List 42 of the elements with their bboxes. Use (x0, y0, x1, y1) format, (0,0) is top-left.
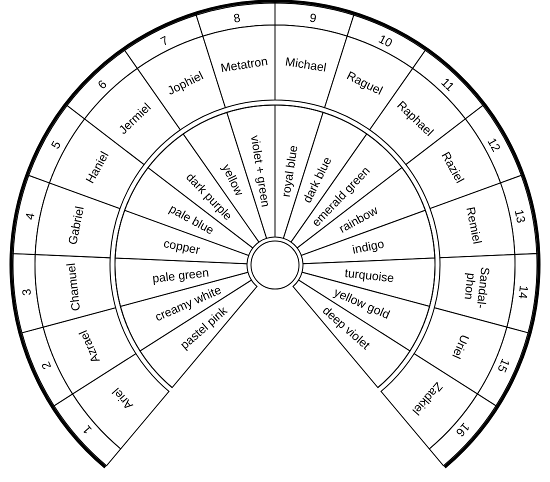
center-circle (250, 240, 300, 290)
angel-name: Sandal- phon (462, 266, 492, 310)
segment-number: 3 (19, 288, 34, 296)
segment-number: 11 (438, 75, 458, 94)
angel-name: Gabriel (65, 205, 87, 246)
angel-name: Chamuel (64, 262, 83, 312)
color-name: indigo (351, 236, 386, 257)
segment-number: 14 (516, 284, 531, 300)
segment-number: 10 (376, 32, 395, 50)
segment-number: 7 (158, 33, 171, 49)
segment-number: 4 (22, 212, 38, 221)
segment-number: 6 (95, 77, 110, 92)
ring-segment (500, 174, 538, 256)
ring-segment (196, 2, 276, 37)
color-name: pale green (152, 266, 210, 286)
segment-number: 16 (453, 420, 472, 440)
angel-name: Michael (284, 54, 328, 75)
segment-number: 12 (484, 136, 504, 154)
color-name: royal blue (278, 144, 301, 198)
ring-segment (464, 105, 522, 184)
color-name: turquoise (344, 266, 395, 286)
segment-number: 15 (494, 356, 513, 375)
angel-name: Metatron (220, 54, 269, 76)
ring-segment (124, 14, 204, 69)
ring-segment (506, 253, 538, 334)
segment-number: 8 (232, 10, 242, 26)
ring-segment (21, 326, 74, 406)
segment-number: 13 (512, 208, 528, 224)
segment-number: 5 (48, 138, 64, 152)
ring-segment (346, 14, 426, 69)
angel-name: Uriel (449, 332, 472, 361)
ring-segment (476, 326, 529, 406)
ring-segment (12, 253, 44, 334)
color-name: copper (162, 236, 202, 258)
ring-segment (12, 174, 50, 256)
segment-number: 1 (80, 422, 95, 437)
angel-name: Remiel (463, 206, 484, 246)
ring-segment (28, 105, 86, 184)
segment-number: 2 (38, 360, 54, 372)
ring-segment (274, 2, 354, 37)
color-name: violet + green (248, 134, 273, 208)
segment-number: 9 (308, 10, 318, 26)
